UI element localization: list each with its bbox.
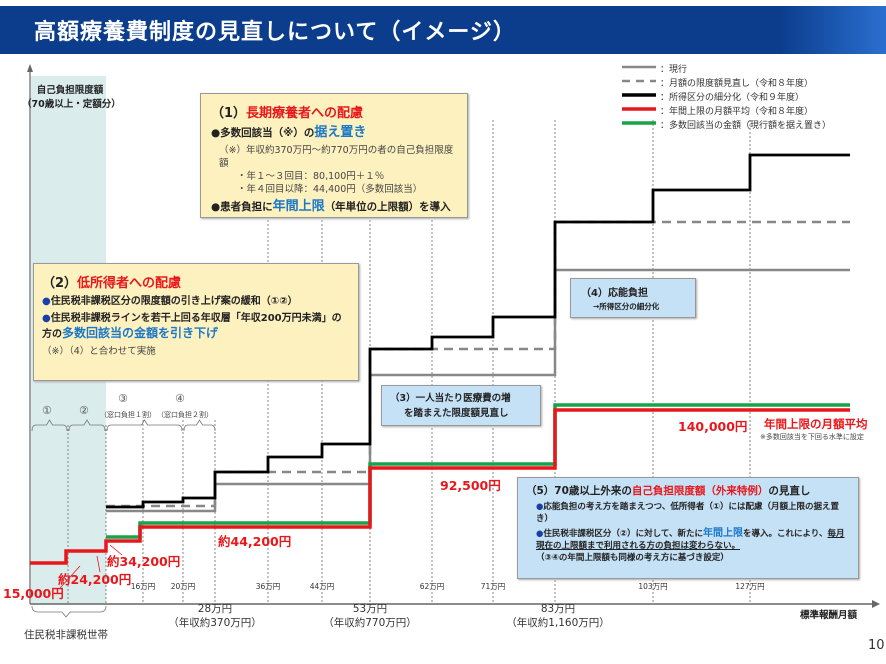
- y-axis-label-line1: 自己負担限度額: [36, 85, 104, 96]
- y-axis-label-line2: （70歳以上・定額分）: [22, 99, 121, 110]
- box2-bullet2-text: 住民税非課税ラインを若干上回る年収層「年収200万円未満」の方の: [42, 313, 342, 340]
- box5-bullet1-text: 応能負担の考え方を踏まえつつ、低所得者（①）には配慮（月額上限の据え置き）: [536, 502, 840, 524]
- box5-title-b: 自己負担限度額（外来特例）: [631, 485, 769, 497]
- x-tick-62: 62万円: [419, 582, 445, 591]
- bracket-category-3: [106, 419, 183, 432]
- x-tick-36: 36万円: [255, 582, 281, 591]
- box1-heading: （1）長期療養者への配慮: [211, 102, 457, 121]
- legend-monthly-revision: ：月額の限度額見直し（令和８年度）: [660, 79, 814, 89]
- box2-bullet2-emphasis: 多数回該当の金額を引き下げ: [62, 326, 219, 340]
- box1-note2: ・年１～３回目：80,100円＋１％: [237, 171, 385, 182]
- y-axis-label: 自己負担限度額 （70歳以上・定額分）: [22, 84, 121, 112]
- line-annual-cap: [30, 408, 850, 565]
- box2-bullet1-text: 住民税非課税区分の限度額の引き上げ案の緩和（①②）: [50, 296, 298, 307]
- box1-note3: ・年４回目以降：44,400円（多数回該当）: [237, 184, 423, 195]
- x-tick-103: 103万円: [638, 582, 668, 591]
- box1-num: （1）: [211, 106, 247, 121]
- annual-cap-note: ※多数回該当を下回る水準に設定: [760, 433, 864, 441]
- x-tick-71: 71万円: [480, 582, 506, 591]
- bracket-category-1: [31, 419, 68, 432]
- box1-title: 長期療養者への配慮: [246, 106, 364, 121]
- x-tick-44: 44万円: [309, 582, 335, 591]
- box5-bullet2-rest: を導入。これにより、: [742, 529, 828, 539]
- box2-heading: （2）低所得者への配慮: [42, 272, 350, 291]
- x-major-83-income: （年収約1,160万円）: [506, 617, 610, 629]
- legend-income-subdivision: ：所得区分の細分化（令和９年度）: [660, 93, 805, 103]
- box2-note: （※）（4）と合わせて実施: [42, 346, 156, 357]
- legend-multiple-times: ：多数回該当の金額（現行額を据え置き）: [660, 121, 832, 131]
- household-label: 住民税非課税世帯: [24, 629, 108, 641]
- x-tick-127: 127万円: [735, 582, 765, 591]
- x-major-53-income: （年収約770万円）: [323, 617, 417, 629]
- box2-bullet1: ●住民税非課税区分の限度額の引き上げ案の緩和（①②）: [42, 296, 298, 307]
- box1-note1: （※）年収約370万円～約770万円の者の自己負担限度額: [219, 145, 454, 169]
- bracket-category-2: [68, 419, 106, 432]
- box-outpatient-special: （5）70歳以上外来の自己負担限度額（外来特例）の見直し ●応能負担の考え方を踏…: [517, 477, 859, 579]
- value-label-34200: 約34,200円: [107, 554, 181, 569]
- box-low-income: （2）低所得者への配慮 ●住民税非課税区分の限度額の引き上げ案の緩和（①②） ●…: [33, 263, 359, 381]
- box5-bullet2-text: 住民税非課税区分（②）に対して、新たに: [543, 529, 703, 539]
- title-bar: [0, 6, 886, 54]
- x-tick-20: 20万円: [170, 582, 196, 591]
- box5-heading: （5）70歳以上外来の自己負担限度額（外来特例）の見直し: [526, 483, 850, 498]
- bracket-category-4: [183, 419, 216, 432]
- box1-bullet1-text: ●多数回該当（※）の: [211, 127, 315, 139]
- box1-bullet2-text: ●患者負担に: [211, 201, 273, 213]
- box2-num: （2）: [42, 276, 78, 291]
- box1-bullet1: ●多数回該当（※）の据え置き: [211, 125, 457, 141]
- annual-cap-label: 年間上限の月額平均: [764, 417, 868, 431]
- value-label-24200: 約24,200円: [58, 572, 132, 587]
- category-3: ③: [118, 392, 128, 405]
- box5-bullet2-emphasis: 年間上限: [702, 528, 743, 539]
- category-4: ④: [175, 392, 185, 405]
- y-axis-arrow-icon: [27, 64, 33, 72]
- box3-line2: を踏まえた限度額見直し: [404, 408, 509, 419]
- box5-bullet2-note: （③④の年間上限額も同様の考え方に基づき設定）: [536, 553, 729, 563]
- leader-line: [96, 555, 101, 573]
- bracket-household: [31, 605, 107, 618]
- x-axis-label: 標準報酬月額: [800, 610, 858, 621]
- box1-bullet2: ●患者負担に年間上限（年単位の上限額）を導入: [211, 199, 457, 215]
- category-2: ②: [79, 404, 89, 417]
- x-major-28: 28万円 （年収約370万円）: [168, 602, 262, 630]
- legend-annual-cap: ：年間上限の月額平均（令和８年度）: [660, 107, 814, 117]
- category-1: ①: [42, 404, 52, 417]
- box5-title-c: の見直し: [768, 485, 811, 497]
- category-4-sub: （窓口負担２割）: [157, 411, 213, 419]
- value-label-44200: 約44,200円: [218, 534, 292, 549]
- box4-title: （4）応能負担: [581, 288, 648, 299]
- box2-title: 低所得者への配慮: [77, 276, 182, 291]
- x-major-28-income: （年収約370万円）: [168, 617, 262, 629]
- line-income-subdivision: [106, 153, 850, 509]
- legend-current: ：現行: [660, 65, 688, 75]
- category-3-sub: （窓口負担１割）: [100, 411, 156, 419]
- x-major-83: 83万円 （年収約1,160万円）: [506, 602, 610, 630]
- page-number: 10: [868, 638, 885, 653]
- value-label-140000: 140,000円: [678, 419, 748, 434]
- leader-line: [109, 544, 123, 556]
- box1-bullet2-rest: （年単位の上限額）を導入: [324, 201, 451, 213]
- box4-sub: →所得区分の細分化: [593, 302, 660, 311]
- box5-bullet1: ●応能負担の考え方を踏まえつつ、低所得者（①）には配慮（月額上限の据え置き）: [536, 502, 840, 524]
- box1-bullet1-emphasis: 据え置き: [314, 125, 367, 140]
- value-label-15000: 15,000円: [3, 586, 64, 601]
- box3-line1: （3）一人当たり医療費の増: [390, 393, 511, 404]
- leader-line: [59, 565, 81, 589]
- box-ability-based-burden: （4）応能負担 →所得区分の細分化: [570, 278, 696, 318]
- x-axis-arrow-icon: [872, 600, 880, 608]
- x-major-53: 53万円 （年収約770万円）: [323, 602, 417, 630]
- box-medical-cost-revision: （3）一人当たり医療費の増 を踏まえた限度額見直し: [381, 385, 541, 426]
- x-tick-16: 16万円: [130, 582, 156, 591]
- page-title: 高額療養費制度の見直しについて（イメージ）: [34, 20, 516, 45]
- box-long-term-patients: （1）長期療養者への配慮 ●多数回該当（※）の据え置き （※）年収約370万円～…: [200, 93, 468, 218]
- box1-bullet2-emphasis: 年間上限: [272, 199, 325, 214]
- box5-bullet2-underlined: 毎月現在の上限額まで利用される方の負担は変わらない。: [536, 529, 845, 551]
- box5-bullet2: ●住民税非課税区分（②）に対して、新たに年間上限を導入。これにより、毎月現在の上…: [536, 528, 845, 563]
- box2-bullet2: ●住民税非課税ラインを若干上回る年収層「年収200万円未満」の方の多数回該当の金…: [42, 313, 342, 340]
- x-major-28-value: 28万円: [197, 603, 233, 615]
- box5-title-a: （5）70歳以上外来の: [526, 485, 632, 497]
- value-label-92500: 92,500円: [440, 478, 501, 493]
- x-major-83-value: 83万円: [540, 603, 576, 615]
- x-major-53-value: 53万円: [352, 603, 388, 615]
